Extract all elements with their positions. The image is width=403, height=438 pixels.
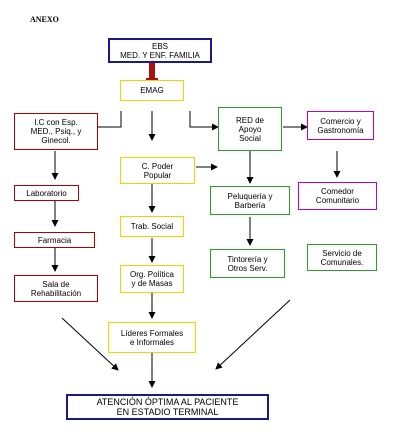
node-line: Servicio de [322,248,362,258]
node-line: y de Masas [131,279,173,288]
node-line: Social [239,133,261,143]
node-line: EN ESTADIO TERMINAL [116,407,219,417]
node-line: Comunales. [320,257,364,267]
node-line: C. Poder [141,161,174,171]
node-line: Líderes Formales [120,328,184,338]
node-trab-social: Trab. Social [120,216,184,237]
arrow-left-atencion [61,317,119,371]
node-line: EBS [151,41,168,51]
node-line: Trab. Social [130,222,174,231]
node-line: RED de [235,115,264,125]
node-line: MED., Psiq., y [30,127,82,136]
node-line: Barbería [234,200,266,210]
node-line: Popular [143,170,172,180]
node-line: Gastronomía [317,125,364,135]
node-line: ATENCIÓN ÓPTIMA AL PACIENTE [96,397,239,407]
node-line: Peluquería y [227,191,273,201]
node-line: Farmacia [37,235,72,245]
node-line: I.C con Esp. [34,118,78,127]
node-farmacia: Farmacia [14,232,95,248]
node-line: Apoyo [238,124,262,134]
arrow-emag-red [189,111,219,131]
node-line: Comunitario [315,196,360,205]
node-line: Comedor [321,187,354,196]
annex-title: ANEXO [30,15,59,24]
node-line: Comercio y [320,116,361,126]
node-line: EMAG [140,86,164,95]
node-line: Tintorería y [227,254,268,264]
node-laboratorio: Laboratorio [14,185,79,201]
node-line: Rehabilitación [30,288,82,298]
node-line: Laboratorio [26,188,67,198]
node-line: e Informales [129,337,175,347]
ebs-emag-connector [149,62,155,80]
node-line: Org. Política [129,270,174,279]
node-line: Sala de [42,279,70,289]
node-emag: EMAG [120,80,184,101]
node-line: Otros Serv. [227,263,268,273]
node-line: Ginecol. [41,136,71,145]
arrow-right-atencion [215,299,291,370]
node-line: MED. Y ENF. FAMILIA [120,50,200,60]
